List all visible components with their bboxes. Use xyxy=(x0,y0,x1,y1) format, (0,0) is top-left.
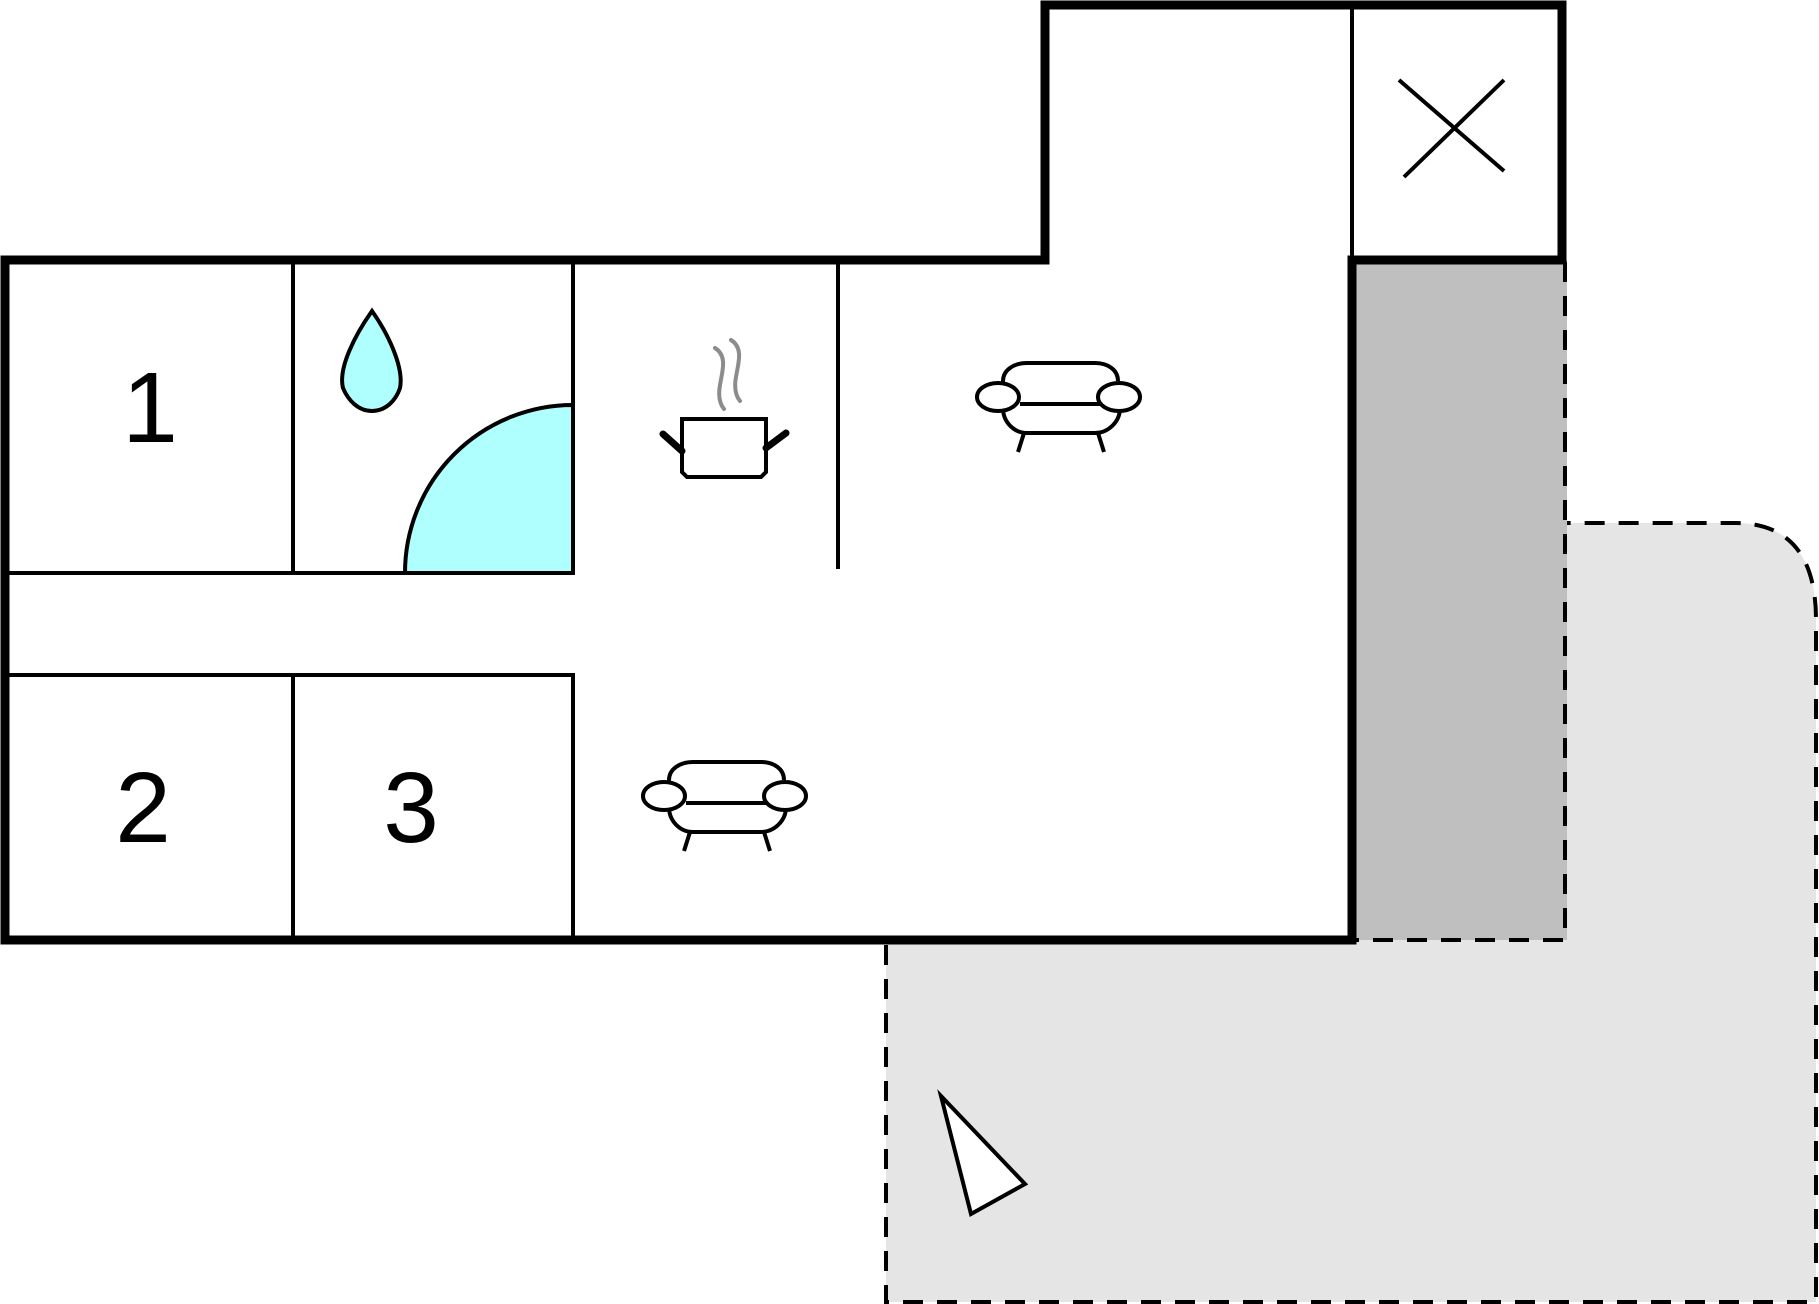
cooking-pot-icon xyxy=(659,338,790,479)
sofa-icon xyxy=(975,361,1142,453)
room-2-label: 2 xyxy=(115,752,171,864)
cross-icon xyxy=(1397,78,1506,179)
covered-terrace xyxy=(1352,260,1567,940)
sofa-icon xyxy=(641,760,808,852)
covered-terrace-outline xyxy=(1352,262,1567,942)
shower-arc-icon xyxy=(402,402,575,575)
room-1-label: 1 xyxy=(122,352,178,464)
compass-arrow-icon xyxy=(937,1089,1029,1218)
room-3-label: 3 xyxy=(383,752,439,864)
terrace-area xyxy=(886,523,1816,1302)
interior-walls xyxy=(5,5,1354,940)
water-drop-icon xyxy=(340,307,403,414)
exterior-walls xyxy=(0,0,1567,945)
